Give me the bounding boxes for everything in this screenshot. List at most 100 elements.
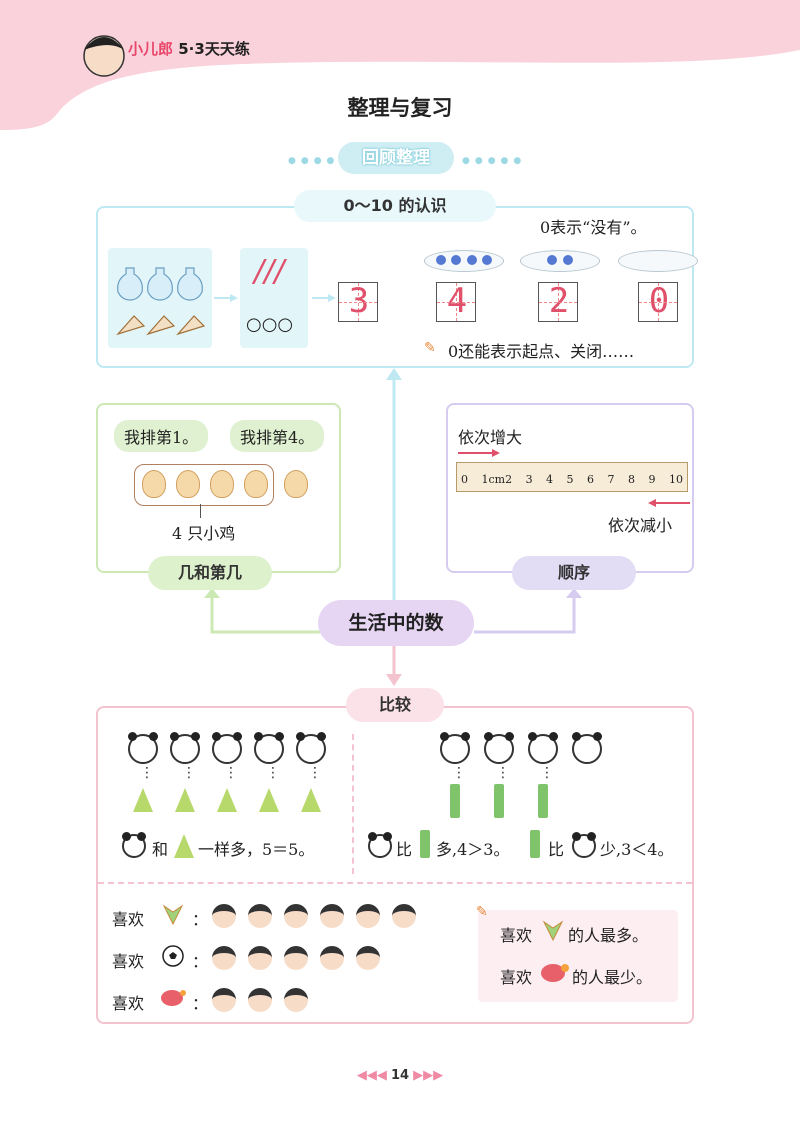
football-icon — [162, 945, 184, 967]
equal-statement: 一样多，5＝5。 — [198, 840, 315, 859]
ruler-tick-label: 6 — [587, 473, 595, 486]
panel-order-title: 顺序 — [512, 556, 636, 590]
panda-icon — [484, 732, 514, 764]
dotted-line: ⋮ — [496, 765, 510, 781]
panel-ordinal-title: 几和第几 — [148, 556, 272, 590]
chick-icon — [142, 470, 166, 498]
dotted-line: ⋮ — [266, 765, 280, 781]
digit-grid-3: 3 — [338, 281, 378, 322]
panda-icon — [296, 732, 326, 764]
page-footer: ◀◀◀ 14 ▶▶▶ — [356, 1068, 444, 1083]
more-statement: 多,4＞3。 — [436, 840, 510, 859]
circle-marks: ○○○ — [246, 314, 294, 335]
vases-fans-box — [108, 248, 212, 348]
panda-icon — [572, 732, 602, 764]
child-face-icon — [212, 988, 236, 1012]
brand-name: 小儿郎 — [128, 40, 174, 58]
ruler-tick-label: 8 — [627, 473, 635, 486]
bamboo-icon — [450, 784, 460, 818]
chick-icon — [176, 470, 200, 498]
chick-pointer — [200, 504, 201, 518]
dotted-line: ⋮ — [452, 765, 466, 781]
pencil-icon: ✎ — [476, 904, 488, 920]
more-compare: 比 — [396, 840, 413, 859]
chick-icon — [210, 470, 234, 498]
panda-icon — [254, 732, 284, 764]
child-face-icon — [248, 946, 272, 970]
bamboo-icon — [420, 830, 430, 858]
vase-icon-group — [116, 267, 206, 336]
ruler-tick-label: 10 — [668, 473, 683, 486]
child-face-icon — [356, 946, 380, 970]
likes-colon: ： — [192, 910, 209, 929]
ruler-tick-label: 0 — [461, 473, 468, 486]
panel-recognize-title: 0～10 的认识 — [294, 190, 496, 222]
dotted-line: ⋮ — [182, 765, 196, 781]
chick-icon — [244, 470, 268, 498]
dotted-line: ⋮ — [140, 765, 154, 781]
zero-meaning-note: 0表示“没有”。 — [540, 218, 647, 237]
child-face-icon — [284, 946, 308, 970]
panda-icon — [212, 732, 242, 764]
equal-and: 和 — [152, 840, 169, 859]
brand-logo: 小儿郎 5·3天天练 — [128, 38, 250, 59]
tally-circles-box: /// ○○○ — [240, 248, 308, 348]
compare-divider — [352, 734, 354, 874]
child-face-icon — [284, 904, 308, 928]
ruler-tick-label: 5 — [566, 473, 574, 486]
brand-series: 5·3天天练 — [178, 40, 250, 58]
likes-label: 喜欢 — [112, 994, 145, 1013]
panel-compare-title: 比较 — [346, 688, 444, 722]
chick-icon — [284, 470, 308, 498]
child-face-icon — [284, 988, 308, 1012]
pingpong-icon — [161, 990, 186, 1006]
arrow-left-icon — [648, 499, 690, 507]
dotted-line: ⋮ — [224, 765, 238, 781]
child-face-icon — [248, 904, 272, 928]
decor-dots-left: ●●●●● — [288, 156, 353, 166]
shuttlecock-icon — [162, 904, 184, 926]
summary-least-b: 的人最少。 — [572, 968, 653, 987]
digit-4: 4 — [446, 281, 468, 321]
child-face-icon — [248, 988, 272, 1012]
ruler-tick-label: 1cm2 — [481, 473, 513, 486]
bamboo-icon — [538, 784, 548, 818]
child-face-icon — [392, 904, 416, 928]
digit-grid-4: 4 — [436, 281, 476, 322]
plate-four-berries — [424, 250, 504, 272]
likes-label: 喜欢 — [112, 952, 145, 971]
ruler-tick-label: 9 — [648, 473, 656, 486]
summary-most-b: 的人最多。 — [568, 926, 649, 945]
panda-icon — [122, 832, 146, 858]
dotted-line: ⋮ — [308, 765, 322, 781]
pingpong-icon — [541, 964, 569, 982]
digit-2: 2 — [548, 281, 570, 321]
likes-colon: ： — [192, 994, 209, 1013]
zero-extra-note: 0还能表示起点、关闭…… — [448, 342, 635, 361]
summary-note — [478, 910, 678, 1002]
panda-icon — [572, 832, 596, 858]
ruler-tick-label: 7 — [607, 473, 615, 486]
likes-colon: ： — [192, 952, 209, 971]
child-face-icon — [212, 946, 236, 970]
bubble-fourth: 我排第4。 — [230, 420, 325, 452]
header-band — [0, 0, 800, 130]
child-face-icon — [320, 904, 344, 928]
pencil-icon: ✎ — [424, 340, 436, 356]
decrease-label: 依次减小 — [608, 516, 673, 535]
tally-marks: /// — [254, 254, 285, 289]
chick-group-outline — [134, 464, 274, 506]
bamboo-icon — [494, 784, 504, 818]
child-face-icon — [212, 904, 236, 928]
panda-icon — [128, 732, 158, 764]
page-title: 整理与复习 — [347, 96, 453, 120]
summary-least-a: 喜欢 — [500, 968, 533, 987]
digit-3: 3 — [348, 281, 370, 321]
bamboo-icon — [530, 830, 540, 858]
child-face-icon — [320, 946, 344, 970]
child-face-icon — [356, 904, 380, 928]
summary-most-a: 喜欢 — [500, 926, 533, 945]
compare-divider-h — [98, 882, 692, 884]
bubble-first: 我排第1。 — [114, 420, 209, 452]
